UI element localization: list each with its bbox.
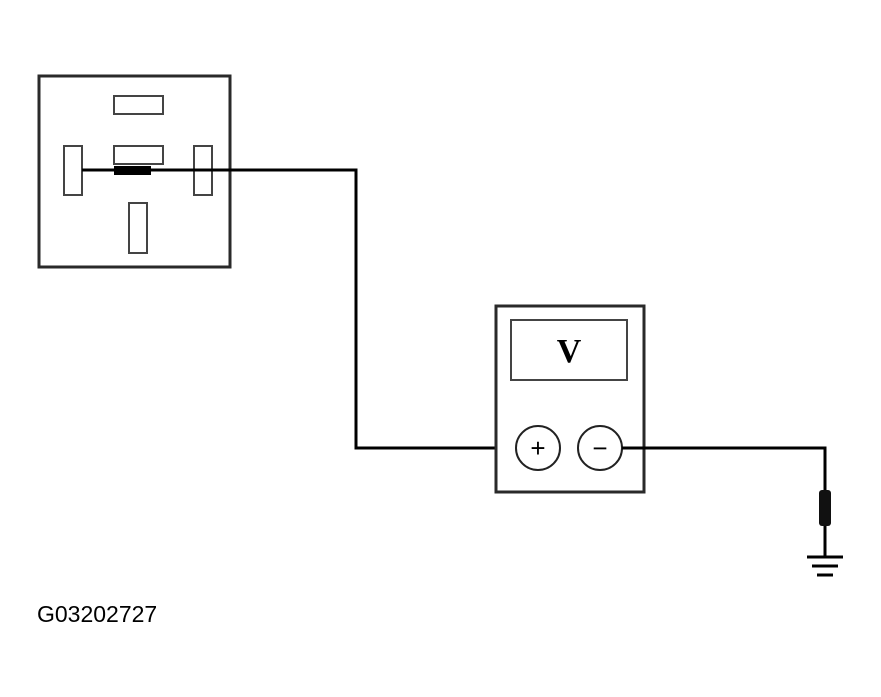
- ground-probe: [819, 490, 831, 526]
- relay-pin-left: [63, 145, 83, 196]
- negative-terminal-symbol: −: [592, 433, 607, 463]
- positive-test-lead: [82, 166, 515, 450]
- relay-pin-bottom: [128, 202, 148, 254]
- voltmeter-unit-label: V: [557, 333, 582, 370]
- positive-terminal: [515, 425, 561, 471]
- figure-code: G03202727: [37, 601, 157, 627]
- ground-lead: [622, 446, 831, 556]
- positive-lead-wire: [82, 168, 515, 450]
- voltmeter-display: [510, 319, 628, 381]
- negative-lead-wire: [622, 446, 827, 492]
- relay-pin-top: [113, 95, 164, 115]
- voltmeter: V + −: [494, 304, 646, 494]
- positive-terminal-symbol: +: [530, 433, 545, 463]
- relay-pin-center: [113, 145, 164, 165]
- ground-icon: [807, 555, 843, 577]
